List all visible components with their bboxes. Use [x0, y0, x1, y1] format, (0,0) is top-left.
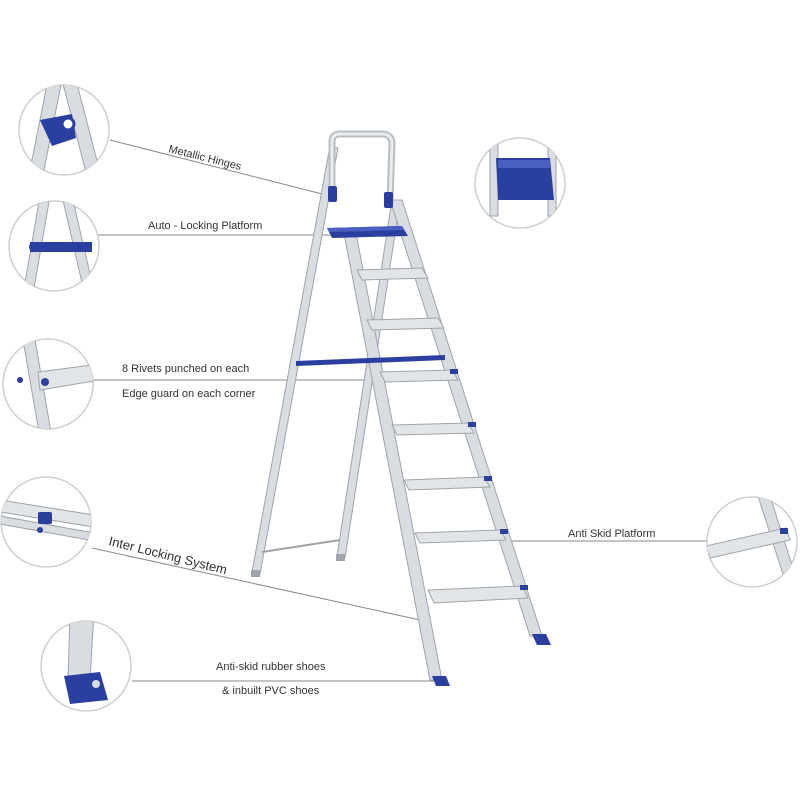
hinge-left: [328, 186, 337, 202]
edge-guard: [468, 422, 476, 427]
anti-skid-step-detail-icon: [707, 497, 797, 587]
shoe-rear-right: [336, 554, 345, 561]
shoe-front-right: [532, 634, 551, 645]
edge-guard: [484, 476, 492, 481]
detail-circle-hinges: [18, 84, 110, 176]
label-anti-skid-rubber-shoes: Anti-skid rubber shoes: [216, 661, 326, 673]
step: [379, 369, 459, 383]
rivet-detail-icon: [17, 339, 93, 429]
step: [366, 317, 445, 331]
step: [427, 585, 529, 604]
step: [403, 476, 491, 491]
step: [414, 529, 507, 544]
hinge-right: [384, 192, 393, 208]
leader-line-hinges: [109, 139, 331, 197]
auto-lock-detail-icon: [21, 201, 97, 291]
rear-cross-bar: [261, 539, 341, 553]
edge-guard: [520, 585, 528, 590]
leader-line-interlock: [91, 547, 421, 621]
edge-guard: [500, 529, 508, 534]
step-ladder: [251, 130, 551, 686]
detail-circle-auto-lock: [8, 200, 100, 292]
interlock-detail-icon: [1, 499, 91, 543]
detail-circle-shoes: [40, 620, 132, 712]
label-edge-guard: Edge guard on each corner: [122, 388, 256, 400]
label-rivets: 8 Rivets punched on each: [122, 363, 249, 375]
detail-circle-anti-skid: [706, 496, 798, 588]
steps: [356, 267, 529, 604]
middle-lock-bar: [296, 355, 445, 366]
detail-circle-platform: [474, 137, 566, 229]
detail-circle-interlock: [0, 476, 92, 568]
metallic-hinge-detail-icon: [27, 85, 103, 175]
edge-guard: [450, 369, 458, 374]
step: [356, 267, 429, 281]
label-auto-locking-platform: Auto - Locking Platform: [148, 220, 262, 232]
top-platform-detail-icon: [489, 138, 557, 217]
label-anti-skid-platform: Anti Skid Platform: [568, 528, 655, 540]
label-metallic-hinges: Metallic Hinges: [167, 143, 243, 173]
label-pvc-shoes: & inbuilt PVC shoes: [222, 685, 320, 697]
detail-circle-rivets: [2, 338, 94, 430]
handrail: [328, 130, 396, 201]
step: [391, 422, 475, 436]
rubber-shoe-detail-icon: [64, 621, 108, 704]
shoe-rear-left: [251, 570, 260, 577]
shoe-front-left: [432, 676, 450, 686]
edge-guards: [450, 369, 528, 590]
leader-lines: [91, 139, 710, 682]
